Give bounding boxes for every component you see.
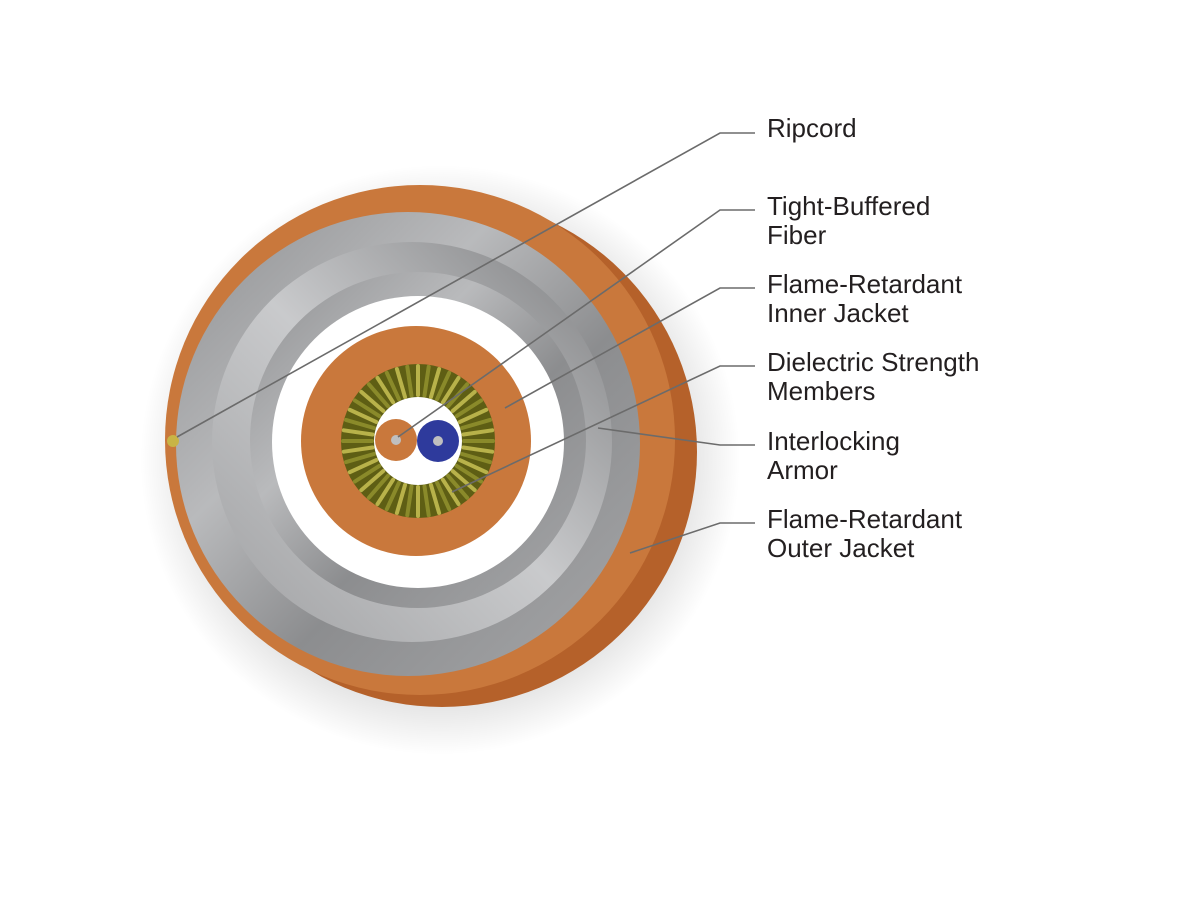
strength-yarn <box>384 370 401 402</box>
strength-yarn <box>422 484 431 518</box>
strength-yarn <box>457 407 489 424</box>
label-strength-members: Dielectric Strength Members <box>767 347 980 406</box>
leader-strength-members <box>451 365 755 493</box>
leader-outer-jacket <box>629 522 755 554</box>
strength-yarn <box>450 469 477 493</box>
strength-yarn <box>429 483 442 515</box>
strength-yarn <box>460 452 492 465</box>
strength-yarn <box>405 364 414 398</box>
strength-yarn <box>341 428 375 437</box>
label-interlocking-armor: Interlocking Armor <box>767 426 900 485</box>
strength-yarn <box>435 480 452 512</box>
strength-yarn <box>457 458 489 475</box>
strength-yarn <box>394 483 407 515</box>
leader-lines <box>176 132 755 554</box>
strength-yarn <box>375 477 396 507</box>
strength-yarn <box>366 473 390 500</box>
label-outer-jacket: Flame-Retardant Outer Jacket <box>767 504 963 563</box>
strength-yarn <box>347 407 379 424</box>
strength-yarn <box>405 484 414 518</box>
strength-yarn <box>341 445 375 454</box>
strength-yarn <box>394 367 407 399</box>
strength-yarn <box>359 389 386 413</box>
strength-yarn <box>344 452 376 465</box>
strength-yarn <box>422 364 431 398</box>
leader-tight-buffered-fiber <box>397 209 755 438</box>
strength-yarn <box>450 389 477 413</box>
strength-yarn <box>429 367 442 399</box>
strength-yarn <box>375 375 396 405</box>
ripcord <box>167 435 179 447</box>
strength-yarn <box>435 370 452 402</box>
strength-yarn <box>460 417 492 430</box>
strength-yarn <box>454 398 484 419</box>
strength-yarn <box>384 480 401 512</box>
strength-yarn <box>344 417 376 430</box>
leader-ripcord <box>176 132 755 438</box>
strength-member-yarns <box>341 364 495 518</box>
strength-yarn <box>440 477 461 507</box>
strength-yarn <box>359 469 386 493</box>
strength-yarn <box>440 375 461 405</box>
fiber-core <box>433 436 443 446</box>
leader-inner-jacket <box>504 287 755 409</box>
strength-yarn <box>366 382 390 409</box>
strength-yarn <box>352 398 382 419</box>
leader-interlocking-armor <box>597 427 755 446</box>
label-inner-jacket: Flame-Retardant Inner Jacket <box>767 269 963 328</box>
label-tight-buffered-fiber: Tight-Buffered Fiber <box>767 191 931 250</box>
strength-yarn <box>352 463 382 484</box>
label-ripcord: Ripcord <box>767 113 857 143</box>
strength-yarn <box>461 445 495 454</box>
strength-yarn <box>446 473 470 500</box>
strength-yarn <box>454 463 484 484</box>
strength-yarn <box>461 428 495 437</box>
strength-yarn <box>347 458 379 475</box>
